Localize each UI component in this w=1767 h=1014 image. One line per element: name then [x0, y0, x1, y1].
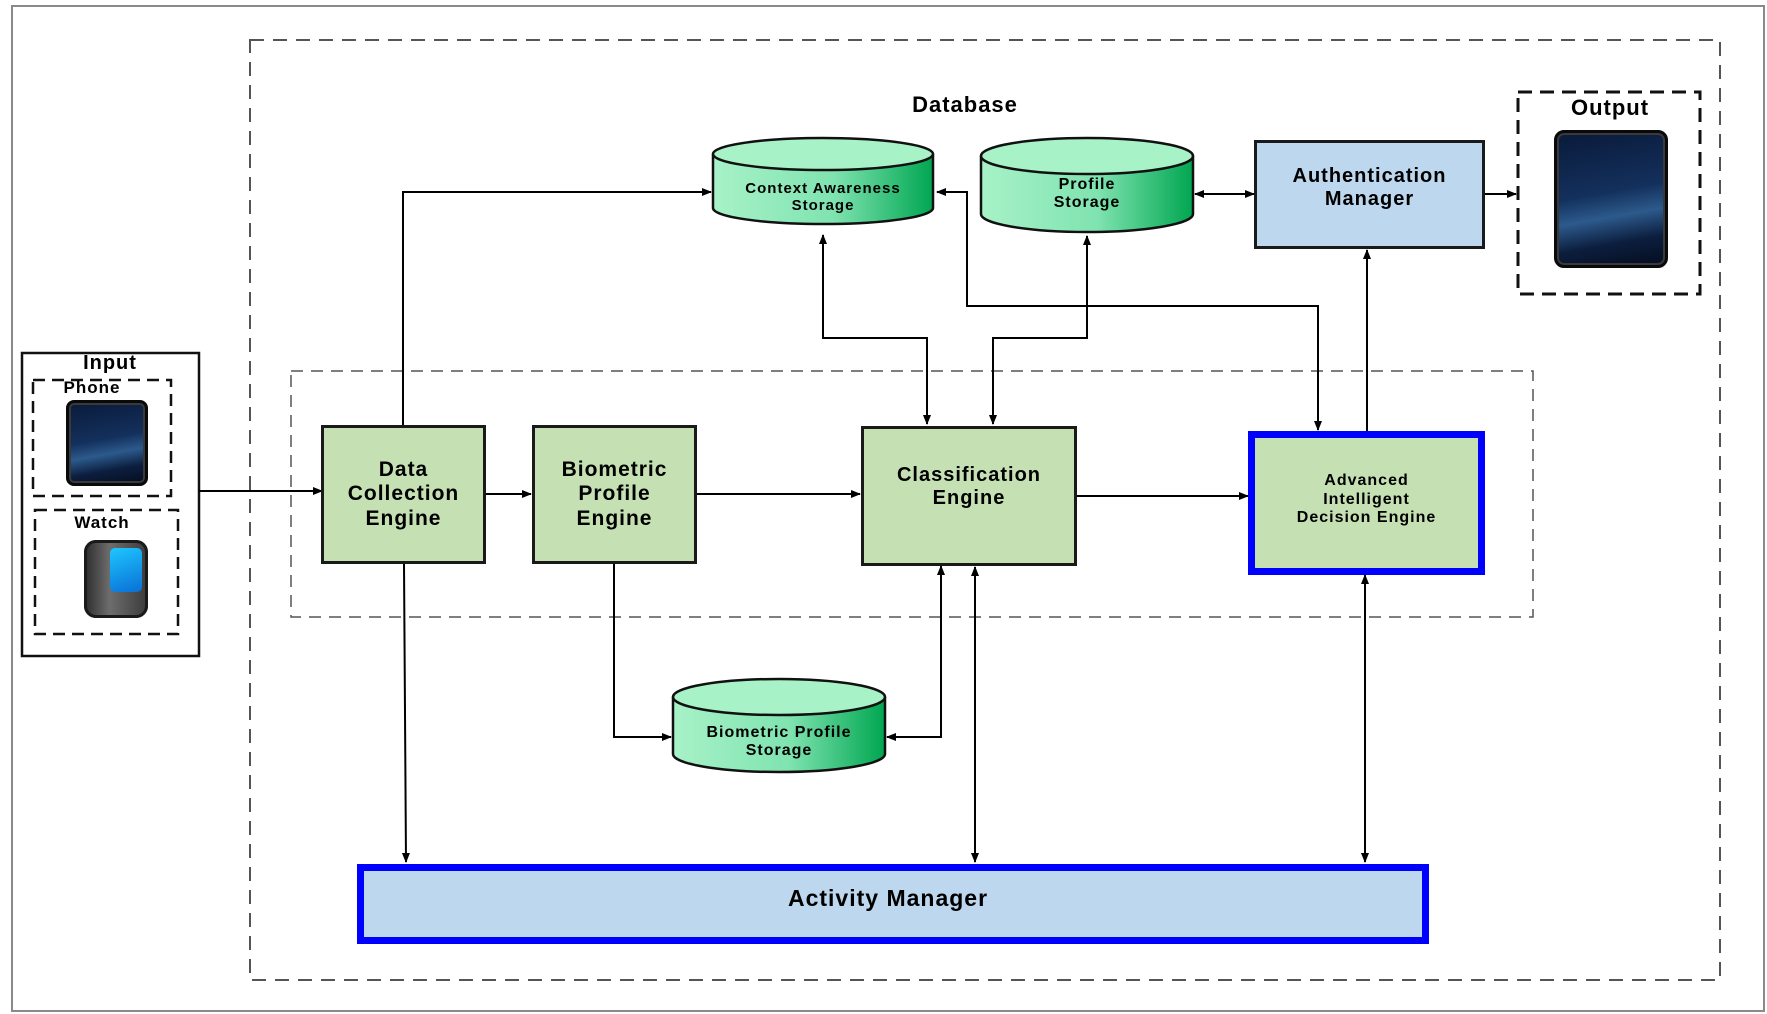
arrow-data-collection-to-activity-manager [401, 563, 410, 863]
input-phone-image [66, 400, 148, 486]
arrow-biometric-storage-classification [886, 565, 945, 741]
input-box [20, 351, 201, 658]
advanced-line-3: Decision Engine [1296, 509, 1437, 527]
phone-dashed-box [31, 378, 173, 498]
watch-screen [110, 548, 142, 592]
arrow-context-storage-classification [819, 234, 931, 425]
profile-storage-line-1: Profile [1058, 176, 1116, 193]
biometric-engine-line-3: Engine [576, 506, 653, 530]
data-collection-line-2: Collection [347, 482, 460, 506]
data-collection-line-1: Data [378, 458, 429, 482]
advanced-line-1: Advanced [1324, 472, 1409, 490]
activity-manager-label: Activity Manager [787, 884, 989, 911]
advanced-intelligent-decision-engine: Advanced Intelligent Decision Engine [1248, 431, 1485, 575]
biometric-profile-storage-cylinder [671, 677, 887, 774]
authentication-line-2: Manager [1324, 187, 1415, 210]
output-label: Output [1570, 95, 1650, 120]
context-storage-line-1: Context Awareness [745, 180, 901, 197]
context-awareness-storage-cylinder [711, 136, 935, 226]
advanced-line-2: Intelligent [1323, 490, 1410, 508]
arrow-data-collection-to-context-storage [402, 188, 712, 425]
arrow-profile-storage-classification [989, 235, 1091, 425]
classification-engine: Classification Engine [861, 426, 1077, 566]
classification-line-1: Classification [896, 464, 1042, 486]
classification-line-2: Engine [932, 487, 1006, 509]
watch-icon [84, 540, 148, 618]
connectors [199, 188, 1517, 863]
authentication-line-1: Authentication [1292, 164, 1447, 187]
profile-storage-label: Profile Storage [981, 176, 1193, 213]
data-collection-engine: Data Collection Engine [321, 425, 486, 564]
profile-storage-line-2: Storage [1053, 194, 1121, 212]
watch-label: Watch [74, 513, 130, 532]
arrow-context-storage-advanced [936, 188, 1322, 431]
context-storage-label: Context Awareness Storage [713, 180, 933, 215]
database-container [249, 39, 1721, 981]
biometric-storage-line-2: Storage [745, 742, 813, 760]
biometric-profile-engine: Biometric Profile Engine [532, 425, 697, 564]
biometric-engine-line-1: Biometric [561, 458, 668, 482]
biometric-storage-label: Biometric Profile Storage [673, 724, 885, 761]
phone-label: Phone [63, 378, 121, 397]
context-storage-line-2: Storage [791, 197, 855, 215]
data-collection-line-3: Engine [365, 506, 442, 530]
outer-frame [11, 5, 1765, 1012]
database-label: Database [912, 92, 1018, 117]
activity-manager: Activity Manager [357, 864, 1429, 944]
output-container [1516, 90, 1702, 296]
authentication-manager: Authentication Manager [1254, 140, 1485, 249]
biometric-engine-line-2: Profile [578, 482, 651, 506]
arrow-biometric-engine-to-biometric-storage [613, 564, 672, 741]
input-title: Input [83, 352, 137, 374]
biometric-storage-line-1: Biometric Profile [706, 724, 852, 741]
output-phone-image [1554, 130, 1668, 268]
